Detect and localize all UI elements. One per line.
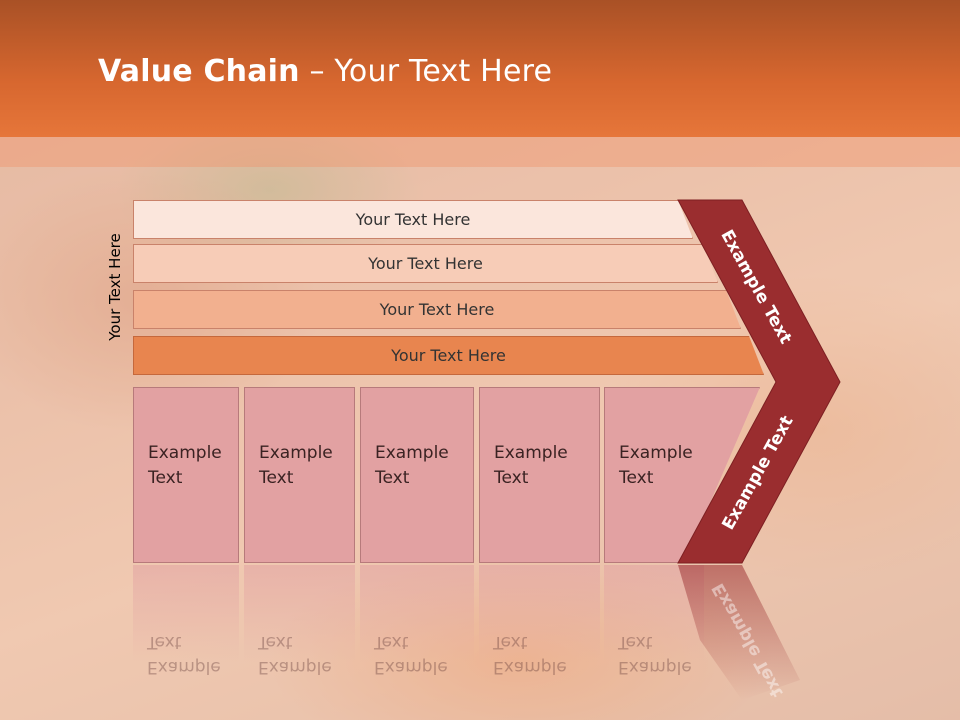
title-rest: – Your Text Here [299, 54, 553, 89]
chevron-arrow[interactable] [677, 199, 841, 564]
box-line2: Text [375, 468, 410, 488]
chevron-reflection [678, 565, 800, 700]
slide-title[interactable]: Value Chain – Your Text Here [98, 54, 552, 89]
box-line2: Text [619, 468, 654, 488]
header-band [0, 137, 960, 167]
bar-row-3[interactable]: Your Text Here [133, 290, 741, 329]
box-line1: Example [619, 443, 693, 463]
bar-row-2[interactable]: Your Text Here [133, 244, 718, 283]
box-line1: Example [259, 443, 333, 463]
box-line1: Example [494, 443, 568, 463]
box-line1: Example [375, 443, 449, 463]
header-bar [0, 0, 960, 137]
bar-label: Your Text Here [391, 346, 506, 365]
bar-row-1[interactable]: Your Text Here [133, 200, 693, 239]
bar-label: Your Text Here [379, 300, 495, 319]
bar-label: Your Text Here [355, 210, 471, 229]
title-bold: Value Chain [98, 54, 300, 89]
box-line2: Text [494, 468, 529, 488]
box-line2: Text [148, 468, 183, 488]
bar-row-4[interactable]: Your Text Here [133, 336, 764, 375]
bar-label: Your Text Here [368, 254, 483, 273]
box-line1: Example [148, 443, 222, 463]
box-line2: Text [259, 468, 294, 488]
